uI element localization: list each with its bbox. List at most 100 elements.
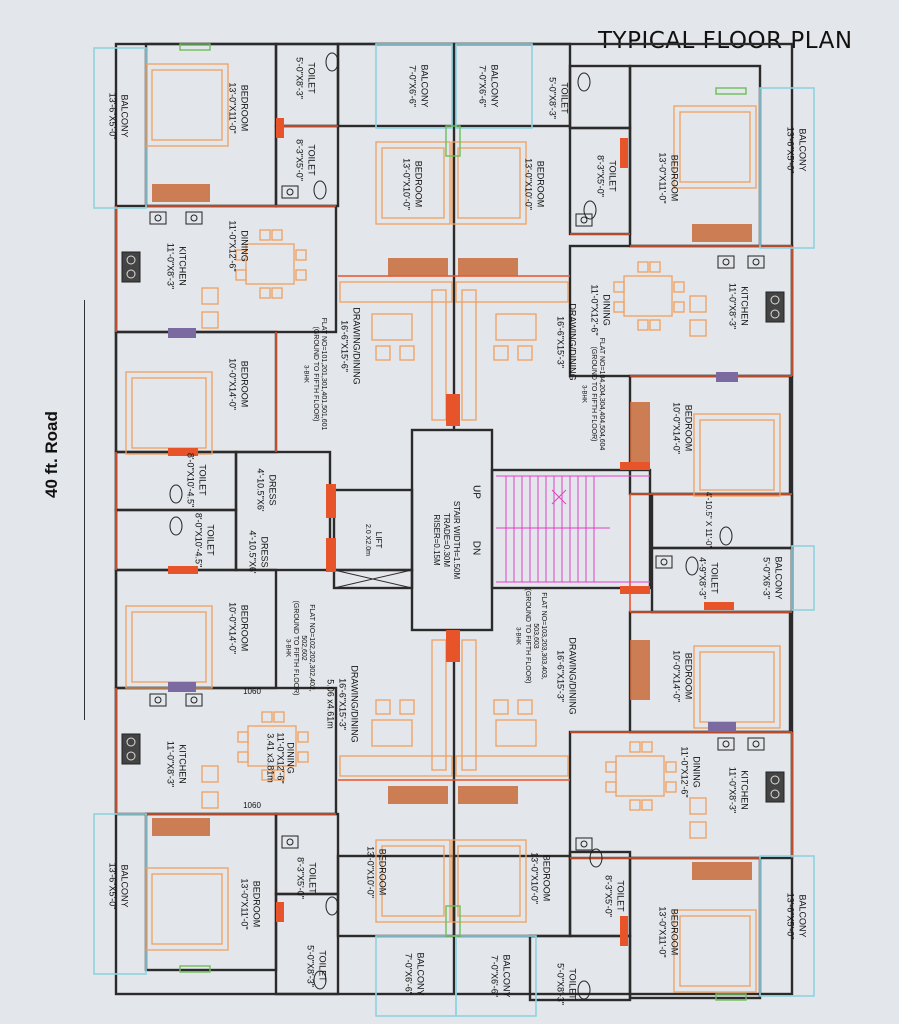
label-balc-tr-d: 13'-6"X5'-0": [786, 127, 796, 174]
sink-9: [281, 835, 299, 849]
label-toilet-l3-d: 8'-0"X10'-4.5": [186, 453, 196, 507]
chair-10: [689, 295, 707, 313]
label-bed-l3-d: 10'-0"X14'-0": [228, 602, 238, 654]
window-mark-5: [445, 905, 461, 937]
label-bed-tr-t: BEDROOM: [670, 155, 680, 202]
chair-4: [375, 699, 391, 715]
stair-dn-label: DN: [470, 541, 481, 555]
label-balc-bcr-t: BALCONY: [502, 954, 512, 997]
sink-bowl-5: [752, 258, 760, 266]
sofa-1: [455, 281, 569, 303]
label-din-l1-d: 11'-0"X12'-6": [228, 220, 238, 271]
bed-frame-6: [125, 605, 213, 689]
label-toilet-tr1-t: TOILET: [560, 82, 570, 114]
wardrobe-4: [630, 402, 650, 462]
accent-block-8: [168, 448, 198, 456]
burner-a-1: [770, 295, 780, 305]
label-bed-br-d: 13'-0"X11'-0": [658, 906, 668, 957]
burner-a-2: [126, 737, 136, 747]
dining-table-0: [245, 243, 295, 285]
balcony-outline-2: [759, 87, 815, 249]
solid-marks: [152, 43, 752, 1001]
sink-7: [747, 737, 765, 751]
bed-5: [699, 419, 775, 491]
window-mark-3: [715, 993, 747, 1001]
chair-3: [517, 345, 533, 361]
dining-chair-1-6: [637, 319, 649, 331]
door-mark-3: [708, 722, 736, 732]
accent-block-5: [620, 138, 628, 168]
label-flat-bl-2: 502,602: [300, 635, 307, 660]
bed-9: [381, 845, 445, 917]
label-draw-bl-t: DRAWING/DINING: [350, 665, 360, 742]
stair-trade-label: TRADE=0.30M: [442, 513, 451, 567]
sink-bowl-11: [580, 840, 588, 848]
wall-room-l6: [114, 508, 238, 572]
label-bed-r3-d: 10'-0"X14'-0": [672, 650, 682, 702]
room-labels: BALCONY13'-6"X5'-0"BEDROOM13'-0"X11'-0"T…: [108, 57, 808, 1005]
console-1: [461, 289, 477, 421]
label-bed-tcr-t: BEDROOM: [536, 161, 546, 208]
sink-12: [655, 555, 673, 569]
label-flat-bl-1: FLAT NO=102,202,302,402,: [308, 604, 315, 692]
label-toilet-tr1-d: 5'-0"X8'-3": [548, 77, 558, 119]
sink-0: [149, 211, 167, 225]
chair-7: [517, 699, 533, 715]
wall-room-r1: [568, 64, 632, 130]
dining-chair-0-5: [271, 229, 283, 241]
dining-table-1: [623, 275, 673, 317]
lift-shaft-cross: [332, 568, 414, 590]
label-kit-l1-t: KITCHEN: [178, 246, 188, 286]
label-bed-tc-t: BEDROOM: [414, 161, 424, 208]
stove-0: [121, 251, 141, 283]
wall-room-l7: [114, 568, 278, 690]
bed-8: [151, 873, 223, 945]
lift-cross-b: [333, 569, 413, 589]
label-balc-bl-d: 13'-6"X5'-0": [108, 863, 118, 910]
wc-6: [589, 848, 603, 868]
chair-6: [493, 699, 509, 715]
dining-chair-0-3: [295, 269, 307, 281]
label-toilet-l3-t: TOILET: [198, 464, 208, 496]
label-balc-bc-d: 7'-0"X6'-6": [404, 953, 414, 995]
label-bed-tc-d: 13'-0"X10'-0": [402, 158, 412, 210]
dining-chair-1-2: [673, 281, 685, 293]
accent-block-4: [276, 118, 284, 138]
label-balc-tc-d: 7'-0"X6'-6": [408, 65, 418, 107]
wardrobe-2: [458, 258, 518, 276]
bed-frame-8: [145, 867, 229, 951]
label-din-r2-d: 11'-0"X12'-6": [680, 746, 690, 797]
dining-chair-0-1: [235, 269, 247, 281]
label-flat-br-1: FLAT NO=103,203,303,403,: [540, 592, 547, 680]
label-bed-l2-d: 10'-0"X14'-0": [228, 358, 238, 410]
label-dim-1060a: 1060: [243, 687, 261, 696]
wardrobe-3: [692, 224, 752, 242]
bed-frame-9: [375, 839, 451, 923]
chair-1: [399, 345, 415, 361]
chair-15: [689, 821, 707, 839]
label-dress-l1-d: 4'-10.5"X6': [256, 468, 266, 511]
label-flat-tl-2: (GROUND TO FIFTH FLOOR): [312, 326, 319, 421]
label-toilet-bl2-d: 5'-0"X8'-3": [306, 945, 316, 987]
chair-0: [375, 345, 391, 361]
label-toilet-bl2-t: TOILET: [318, 950, 328, 982]
accent-block-10: [620, 462, 650, 470]
label-kit-l2-t: KITCHEN: [178, 744, 188, 784]
wall-room-l3: [114, 204, 338, 334]
bed-11: [679, 915, 751, 987]
sink-bowl-9: [286, 838, 294, 846]
balcony-outline-6: [455, 935, 537, 1017]
label-flat-bl-3: (GROUND TO FIFTH FLOOR): [292, 600, 299, 695]
wall-room-l11: [274, 892, 340, 996]
label-toilet-r3-d: 4'-9"X8'-3": [698, 557, 708, 599]
chair-8: [201, 287, 219, 305]
label-toilet-br1-d: 8'-3"X5'-0": [604, 875, 614, 917]
burner-b-3: [770, 789, 780, 799]
sink-5: [747, 255, 765, 269]
dining-chair-2-5: [273, 711, 285, 723]
label-din-l2-t: DINING: [286, 742, 296, 774]
accent-block-7: [276, 902, 284, 922]
label-flat-tr-3: 3-BHK: [580, 385, 586, 403]
label-bed-bl-d: 13'-0"X11'-0": [240, 878, 250, 929]
label-balc-bl-t: BALCONY: [120, 864, 130, 907]
